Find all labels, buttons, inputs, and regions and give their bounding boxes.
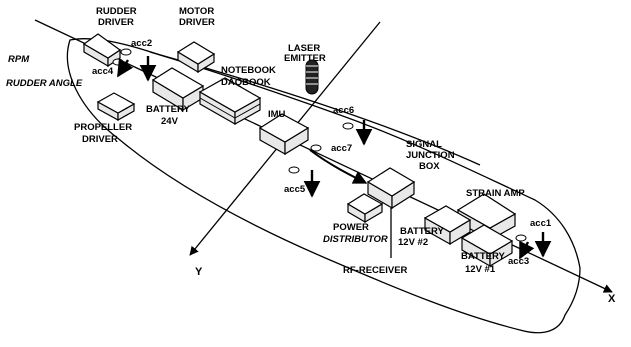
motor-driver-box [178, 42, 214, 72]
propeller-driver-label-line2: DRIVER [82, 134, 118, 145]
signal-junction-box-label-line1: SIGNAL [406, 139, 442, 150]
acc7-sensor [311, 145, 321, 151]
signal-junction-box-label-line3: BOX [419, 161, 440, 172]
motor-driver-label-line1: MOTOR [179, 6, 214, 17]
battery-12v-1-label-line2: 12V #1 [465, 264, 496, 275]
acc2-label: acc2 [131, 38, 152, 49]
acc7-label: acc7 [331, 143, 352, 154]
propeller-driver-box [98, 93, 134, 120]
rudder-driver-label-line1: RUDDER [96, 6, 137, 17]
notebook-daqbook-label-line2: DAQBOOK [221, 77, 271, 88]
rf-receiver-label: RF-RECEIVER [343, 265, 408, 276]
imu-to-junction-cable [310, 150, 366, 183]
signal-junction-box-label-line2: JUNCTION [406, 150, 455, 161]
rpm-label: RPM [8, 54, 30, 65]
acc6-label: acc6 [333, 105, 354, 116]
acc5-label: acc5 [284, 184, 306, 195]
propeller-driver-label-line1: PROPELLER [74, 122, 132, 133]
battery-12v-2-label-line1: BATTERY [400, 226, 444, 237]
laser-emitter-label-line2: EMITTER [284, 53, 326, 64]
y-axis-label: Y [195, 266, 203, 278]
battery-24v-label-line2: 24V [161, 116, 179, 127]
laser-emitter [306, 60, 318, 94]
imu-label: IMU [268, 109, 286, 120]
motor-driver-label-line2: DRIVER [179, 17, 215, 28]
acc4-label: acc4 [92, 66, 114, 77]
notebook-daqbook-label-line1: NOTEBOOK [221, 65, 276, 76]
acc1-label: acc1 [530, 218, 552, 229]
ship-hull [67, 39, 580, 333]
acc6-sensor [343, 120, 364, 144]
power-distributor-label-line1: POWER [333, 222, 369, 233]
battery-12v-1-label-line1: BATTERY [461, 251, 505, 262]
acc3-label: acc3 [508, 256, 529, 267]
acc3-sensor [516, 235, 528, 258]
rudder-angle-label: RUDDER ANGLE [6, 78, 83, 89]
power-distributor-label-line2: DISTRIBUTOR [323, 234, 388, 245]
x-axis-label: X [608, 293, 616, 305]
strain-amp-label: STRAIN AMP [466, 188, 525, 199]
battery-24v-label-line1: BATTERY [146, 104, 190, 115]
battery-12v-2-label-line2: 12V #2 [398, 237, 428, 248]
acc4-sensor [113, 59, 128, 76]
rudder-driver-label-line2: DRIVER [98, 17, 134, 28]
